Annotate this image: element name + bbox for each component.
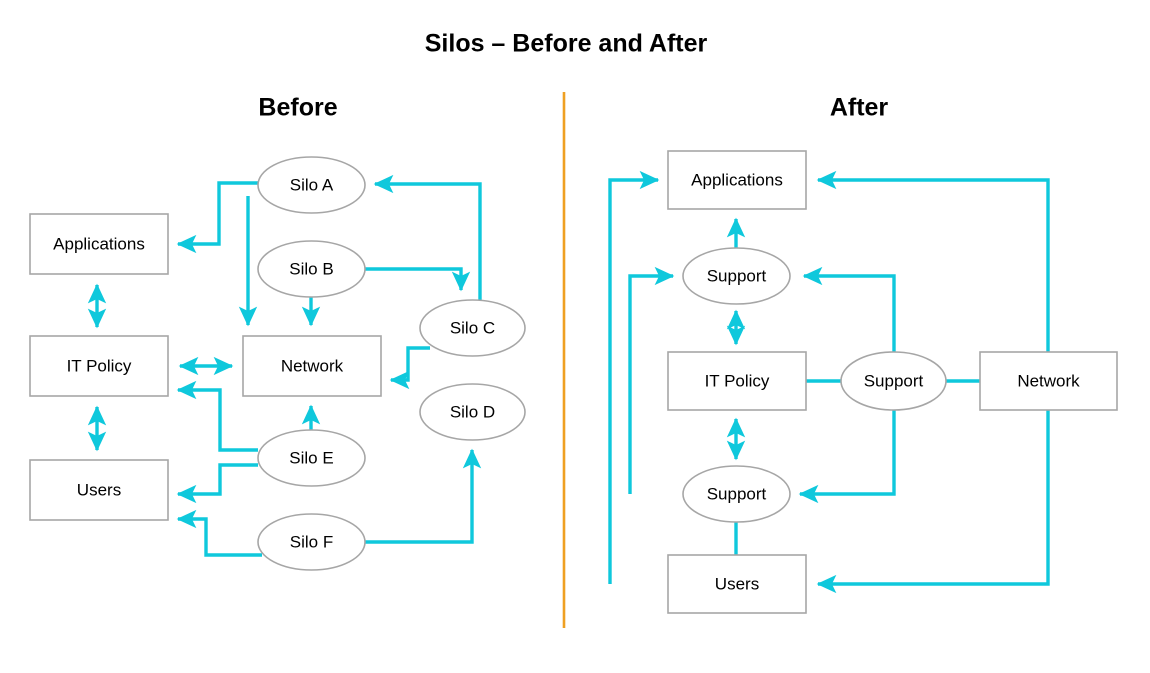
node-b-silo-f[interactable]: Silo F: [257, 513, 366, 571]
node-shape-ellipse-support: [840, 351, 947, 411]
connector-b-siloc-siloa: [373, 174, 482, 300]
node-b-silo-b[interactable]: Silo B: [257, 240, 366, 298]
connections-after: [608, 170, 1050, 594]
node-label-b-silo-f: Silo F: [290, 532, 333, 551]
node-b-silo-c[interactable]: Silo C: [419, 299, 526, 357]
connector-a-network-applications: [816, 170, 1050, 352]
node-shape-rect-network: [979, 351, 1118, 411]
connector-b-siloe-users: [176, 463, 258, 504]
node-label-b-silo-a: Silo A: [290, 175, 334, 194]
connector-a-network-users: [816, 410, 1050, 594]
node-shape-rect-users: [29, 459, 169, 521]
connector-a-users-applications: [608, 170, 660, 584]
node-label-b-silo-d: Silo D: [450, 402, 495, 421]
node-b-network[interactable]: Network: [242, 335, 382, 397]
connector-b-silob-siloc: [365, 267, 471, 292]
node-shape-rect-it-policy: [667, 351, 807, 411]
node-shape-rect-applications: [29, 213, 169, 275]
node-b-users[interactable]: Users: [29, 459, 169, 521]
node-label-b-silo-c: Silo C: [450, 318, 495, 337]
node-shape-ellipse-silo-e: [257, 429, 366, 487]
node-a-support-low[interactable]: Support: [682, 465, 791, 523]
connector-b-siloe-itpolicy: [176, 380, 258, 452]
node-label-a-support-mid: Support: [864, 371, 924, 390]
node-label-a-itpolicy: IT Policy: [705, 371, 770, 390]
node-shape-ellipse-silo-d: [419, 383, 526, 441]
connector-a-supportlow-supporttop: [628, 266, 675, 494]
node-label-b-itpolicy: IT Policy: [67, 356, 132, 375]
connector-a-supportmid-supporttop: [802, 266, 896, 352]
connections-before: [87, 174, 482, 557]
node-shape-rect-applications: [667, 150, 807, 210]
node-shape-rect-network: [242, 335, 382, 397]
node-label-a-support-top: Support: [707, 266, 767, 285]
node-a-itpolicy[interactable]: IT Policy: [667, 351, 807, 411]
node-a-support-top[interactable]: Support: [682, 247, 791, 305]
connector-a-supportmid-supportlow: [798, 410, 896, 504]
node-a-network[interactable]: Network: [979, 351, 1118, 411]
node-label-b-network: Network: [281, 356, 344, 375]
node-b-silo-d[interactable]: Silo D: [419, 383, 526, 441]
node-shape-ellipse-support: [682, 247, 791, 305]
node-label-a-users: Users: [715, 574, 759, 593]
node-shape-ellipse-support: [682, 465, 791, 523]
node-b-silo-a[interactable]: Silo A: [257, 156, 366, 214]
section-title-before: Before: [258, 94, 337, 122]
node-label-a-support-low: Support: [707, 484, 767, 503]
connector-b-siloa-applications: [176, 181, 260, 254]
node-shape-rect-users: [667, 554, 807, 614]
node-label-a-network: Network: [1017, 371, 1080, 390]
node-label-b-silo-b: Silo B: [289, 259, 333, 278]
node-shape-ellipse-silo-a: [257, 156, 366, 214]
node-label-a-applications: Applications: [691, 170, 783, 189]
node-a-users[interactable]: Users: [667, 554, 807, 614]
node-b-silo-e[interactable]: Silo E: [257, 429, 366, 487]
node-label-b-users: Users: [77, 480, 121, 499]
node-shape-ellipse-silo-c: [419, 299, 526, 357]
connector-b-silof-silod: [365, 448, 482, 544]
connector-b-silof-users: [176, 509, 262, 557]
node-a-applications[interactable]: Applications: [667, 150, 807, 210]
node-shape-rect-it-policy: [29, 335, 169, 397]
node-shape-ellipse-silo-f: [257, 513, 366, 571]
node-shape-ellipse-silo-b: [257, 240, 366, 298]
page-title: Silos – Before and After: [425, 30, 708, 58]
node-label-b-silo-e: Silo E: [289, 448, 333, 467]
node-b-applications[interactable]: Applications: [29, 213, 169, 275]
node-label-b-applications: Applications: [53, 234, 145, 253]
section-title-after: After: [830, 94, 889, 122]
node-a-support-mid[interactable]: Support: [840, 351, 947, 411]
connector-b-siloc-network: [389, 346, 430, 390]
node-b-itpolicy[interactable]: IT Policy: [29, 335, 169, 397]
